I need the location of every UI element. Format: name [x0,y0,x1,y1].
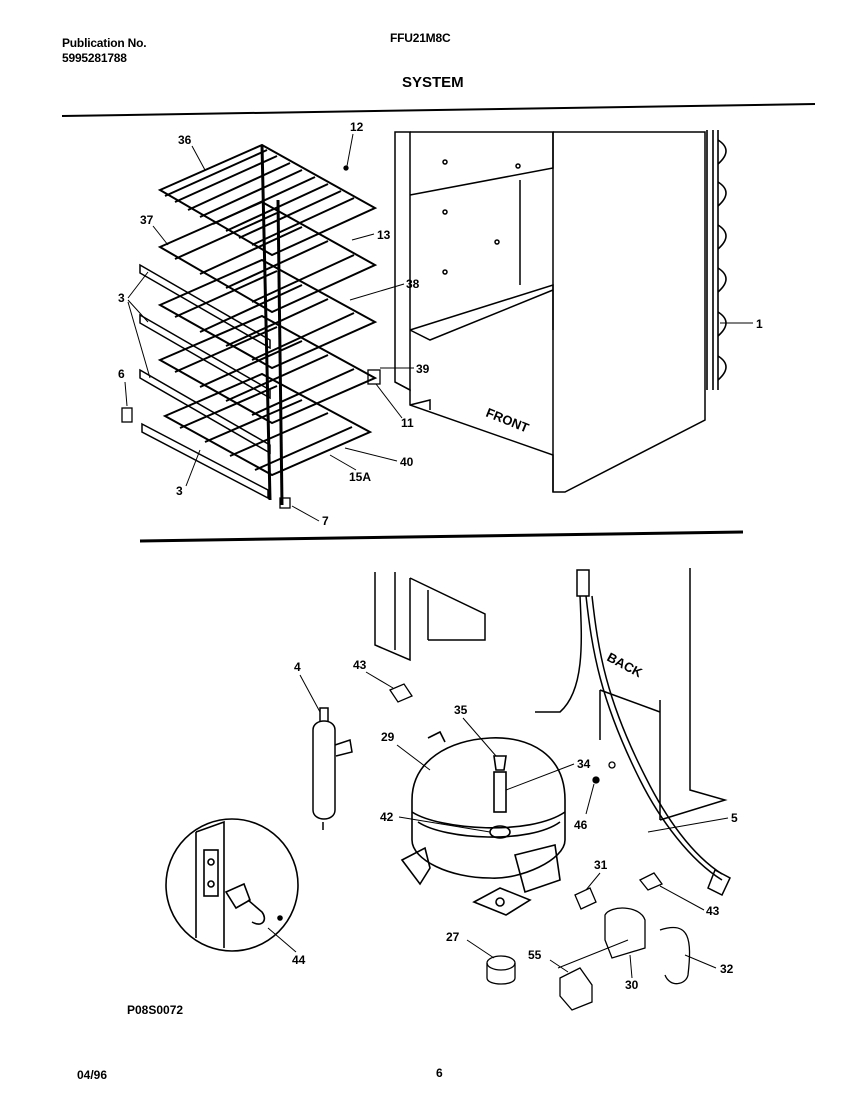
power-cord [535,569,731,897]
small-parts-top [121,165,381,509]
part-12-label: 12 [350,120,364,134]
part-5-label: 5 [731,811,738,825]
part-42-label: 42 [380,810,394,824]
part-29-label: 29 [381,730,395,744]
part-44-label: 44 [292,953,306,967]
page-number: 6 [436,1066,443,1080]
part-39-label: 39 [416,362,430,376]
part-11-label: 11 [401,416,414,430]
part-35-label: 35 [454,703,468,717]
publication-label: Publication No. [62,36,147,50]
part-30-label: 30 [625,978,639,992]
top-part-labels: 36 12 37 13 3 38 1 6 39 11 40 15A 3 7 [118,120,763,528]
part-15a-label: 15A [349,470,371,484]
front-label: FRONT [484,405,531,436]
top-leader-lines [124,133,753,522]
part-13-label: 13 [377,228,391,242]
part-43-lower-label: 43 [706,904,720,918]
page-title: SYSTEM [402,74,464,91]
cabinet-back-view [374,568,728,821]
compressor [400,730,566,916]
part-32-label: 32 [720,962,734,976]
part-38-label: 38 [406,277,420,291]
part-3-upper-label: 3 [118,291,125,305]
part-7-label: 7 [322,514,329,528]
freezer-cabinet [394,131,706,493]
bottom-leader-lines [267,671,729,979]
part-31-label: 31 [594,858,608,872]
shelf-rails [139,263,271,500]
part-43-upper-label: 43 [353,658,367,672]
revision-date: 04/96 [77,1068,108,1082]
part-6-label: 6 [118,367,125,381]
drier [312,707,353,830]
top-rule [61,103,816,117]
part-36-label: 36 [178,133,192,147]
part-3-lower-label: 3 [176,484,183,498]
model-number: FFU21M8C [390,31,451,45]
publication-number: 5995281788 [62,51,127,65]
outlet-inset [165,818,299,952]
part-37-label: 37 [140,213,154,227]
part-27-label: 27 [446,930,460,944]
middle-rule [139,530,744,543]
evaporator-tubes [260,144,284,506]
part-55-label: 55 [528,948,542,962]
part-40-label: 40 [400,455,414,469]
part-46-label: 46 [574,818,588,832]
part-34-label: 34 [577,757,591,771]
part-4-label: 4 [294,660,301,674]
condenser-coil [706,130,727,390]
part-1-label: 1 [756,317,763,331]
diagram-code: P08S0072 [127,1003,184,1017]
back-label: BACK [605,649,646,680]
small-parts-bottom [389,683,691,1011]
bottom-part-labels: 4 43 35 29 34 42 46 5 31 43 27 55 32 30 … [292,658,738,992]
